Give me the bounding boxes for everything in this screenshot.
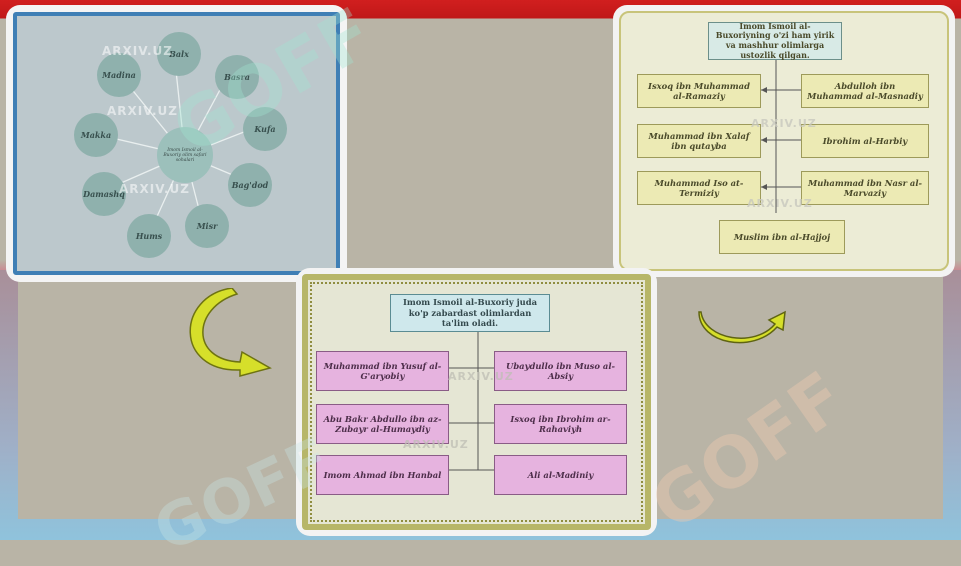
scholars-diagram-slide[interactable]: Imom Ismoil al-Buxoriy juda ko'p zabarda…: [296, 268, 657, 536]
node-basra: Basra: [215, 55, 259, 99]
node-kufa: Kufa: [243, 107, 287, 151]
radial-diagram-canvas: Balx Basra Kufa Bag'dod Misr Hums Damash…: [13, 12, 340, 275]
scholar-left-2: Abu Bakr Abdullo ibn az-Zubayr al-Humayd…: [316, 404, 449, 444]
scholar-right-3: Ali al-Madiniy: [494, 455, 627, 495]
curved-arrow-left-icon: [189, 288, 272, 377]
node-damashq: Damashq: [82, 172, 126, 216]
scholar-left-3: Imom Ahmad ibn Hanbal: [316, 455, 449, 495]
scholars-diagram-canvas: Imom Ismoil al-Buxoriy juda ko'p zabarda…: [302, 274, 651, 530]
teachers-title-box: Imom Ismoil al-Buxoriyning o'zi ham yiri…: [708, 21, 842, 60]
watermark-text: ARXIV.UZ: [751, 117, 817, 130]
radial-hub: Imom Ismoil al-Buxoriy olim safari sohal…: [157, 127, 213, 183]
teachers-diagram-slide[interactable]: Imom Ismoil al-Buxoriyning o'zi ham yiri…: [613, 5, 955, 277]
teacher-bottom: Muslim ibn al-Hajjoj: [719, 220, 845, 254]
scholars-title-box: Imom Ismoil al-Buxoriy juda ko'p zabarda…: [390, 294, 550, 332]
teachers-diagram-canvas: Imom Ismoil al-Buxoriyning o'zi ham yiri…: [619, 11, 949, 271]
teacher-right-1: Abdulloh ibn Muhammad al-Masnadiy: [801, 74, 929, 108]
scholar-left-1: Muhammad ibn Yusuf al-G'aryobiy: [316, 351, 449, 391]
node-balx: Balx: [157, 32, 201, 76]
node-bagdod: Bag'dod: [228, 163, 272, 207]
teacher-left-2: Muhammad ibn Xalaf ibn qutayba: [637, 124, 761, 158]
teacher-right-3: Muhammad ibn Nasr al-Marvaziy: [801, 171, 929, 205]
scholar-right-1: Ubaydullo ibn Muso al-Absiy: [494, 351, 627, 391]
node-makka: Makka: [74, 113, 118, 157]
radial-diagram-slide[interactable]: Balx Basra Kufa Bag'dod Misr Hums Damash…: [6, 5, 347, 282]
watermark-text: ARXIV.UZ: [119, 182, 190, 196]
node-madina: Madina: [97, 53, 141, 97]
teacher-left-1: Isxoq ibn Muhammad al-Ramaziy: [637, 74, 761, 108]
watermark-text: ARXIV.UZ: [102, 44, 173, 58]
watermark-text: ARXIV.UZ: [403, 438, 469, 451]
watermark-text: ARXIV.UZ: [107, 104, 178, 118]
teacher-left-3: Muhammad Iso at-Termiziy: [637, 171, 761, 205]
scholar-right-2: Isxoq ibn Ibrohim ar-Rahaviyh: [494, 404, 627, 444]
curved-arrow-right-icon: [698, 310, 786, 344]
teacher-right-2: Ibrohim al-Harbiy: [801, 124, 929, 158]
watermark-text: ARXIV.UZ: [448, 370, 514, 383]
watermark-text: ARXIV.UZ: [747, 197, 813, 210]
node-hums: Hums: [127, 214, 171, 258]
node-misr: Misr: [185, 204, 229, 248]
